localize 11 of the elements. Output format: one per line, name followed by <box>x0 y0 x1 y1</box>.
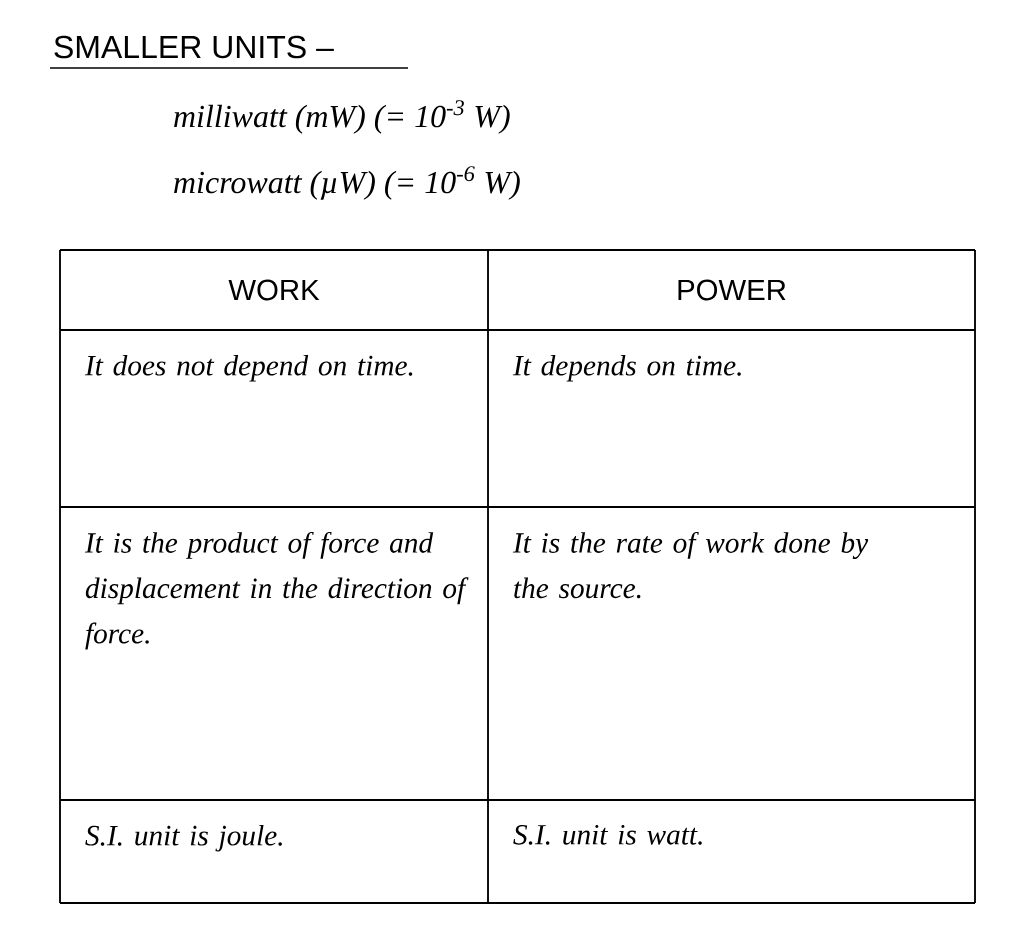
table-header: POWER <box>678 279 786 301</box>
unit-definition: microwatt (µW) (= 10$^{-6}$ W) <box>174 166 520 200</box>
unit-definition: milliwatt (mW) (= 10$^{-3}$ W) <box>174 100 510 134</box>
table-header: WORK <box>228 279 320 301</box>
table-cell: S.I. unit is watt. <box>513 824 702 845</box>
table-cell: S.I. unit is joule. <box>85 824 282 852</box>
table-cell: It depends on time. <box>512 354 741 382</box>
table-cell: It does not depend on time. <box>84 354 413 382</box>
table-cell: It is the product of force and displacement in the direction of force. <box>84 531 469 650</box>
heading: SMALLER UNITS – <box>54 35 334 59</box>
table-cell: It is the rate of work done by the source. <box>512 531 869 599</box>
